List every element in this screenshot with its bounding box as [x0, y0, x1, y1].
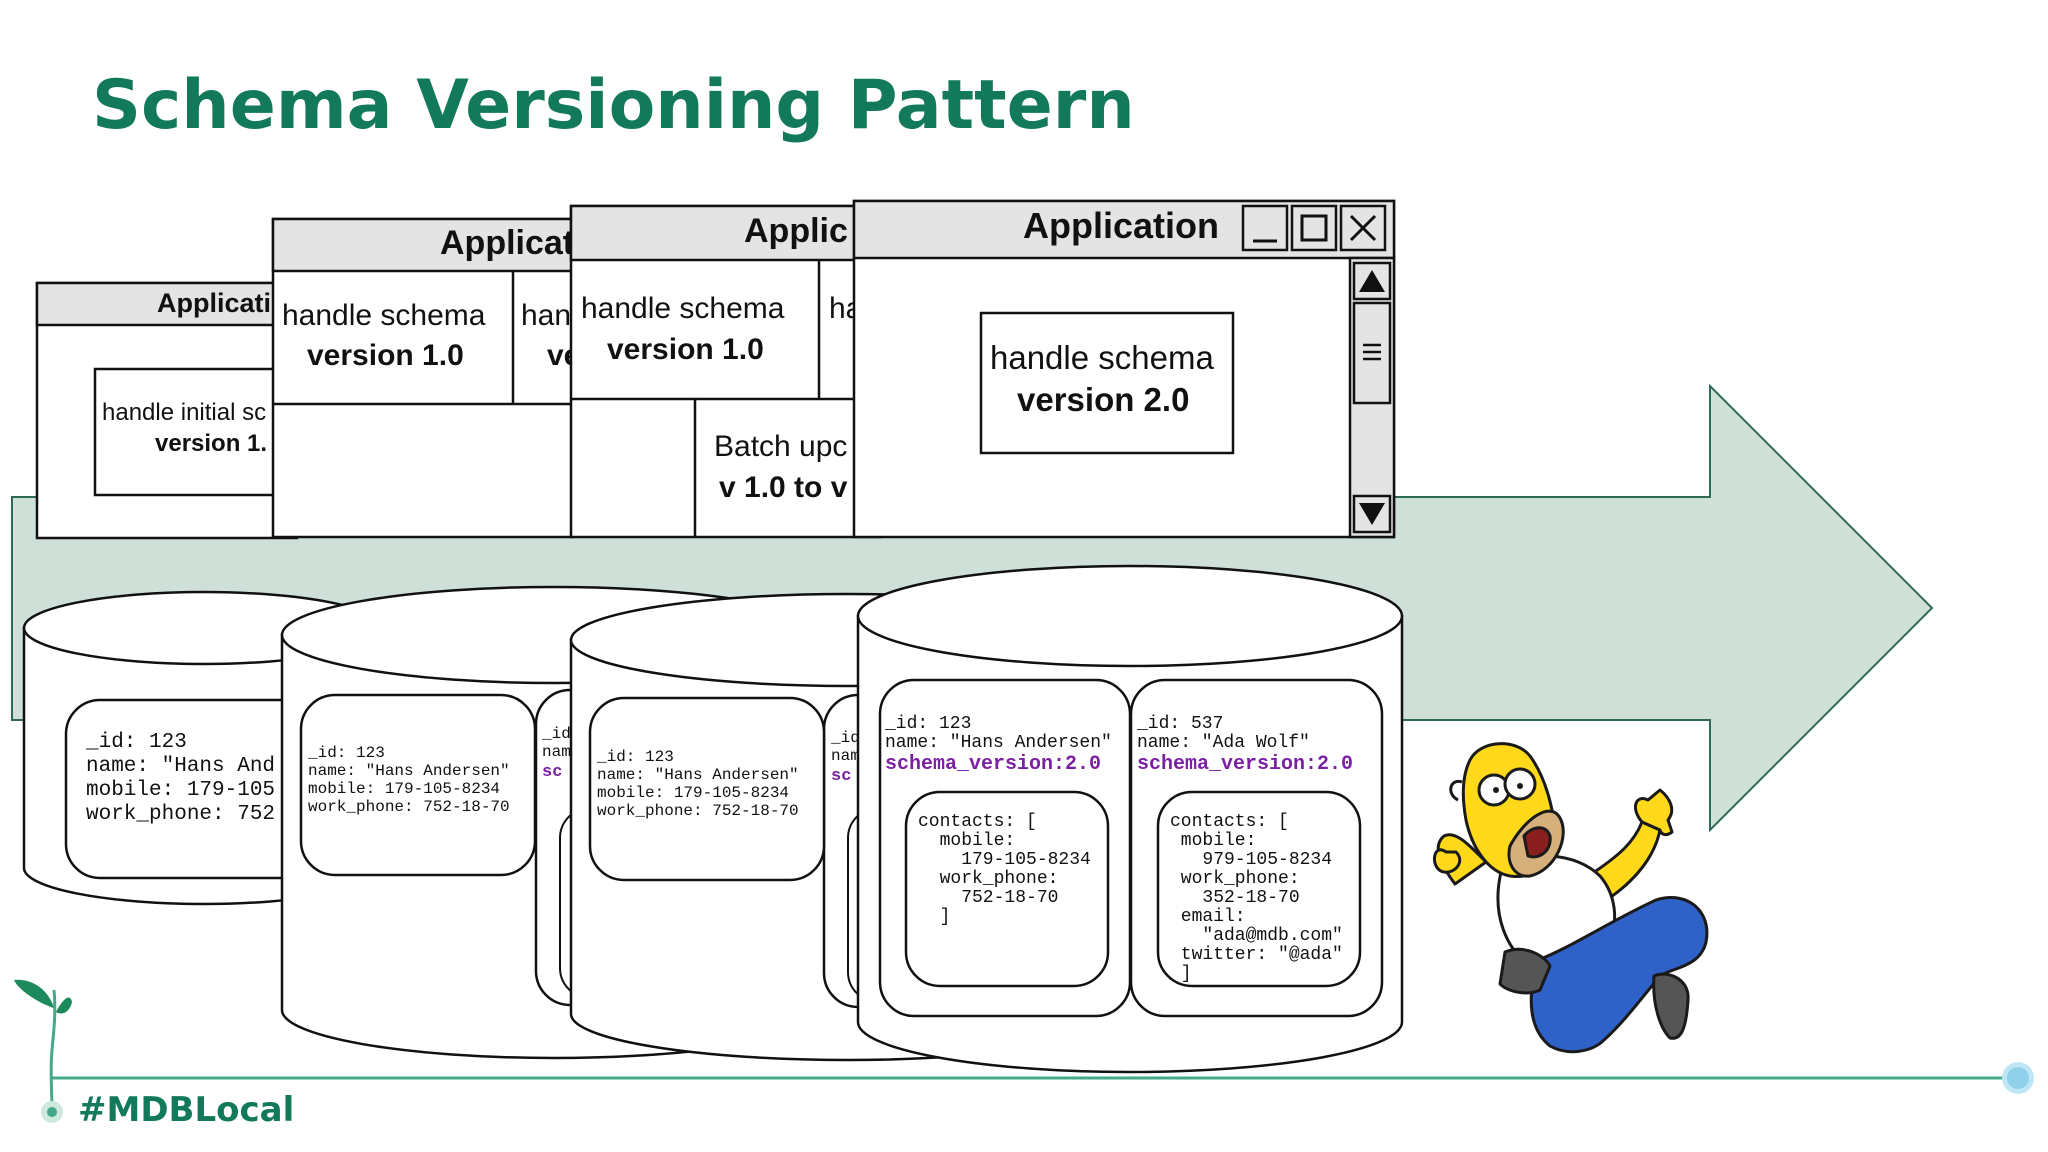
contacts-line: work_phone:	[918, 869, 1058, 889]
schema-version-label: sc	[831, 767, 851, 786]
schema-version-label: sc	[542, 763, 562, 782]
event-hashtag: #MDBLocal	[78, 1090, 295, 1130]
slide-title: Schema Versioning Pattern	[92, 66, 1135, 145]
vertical-scrollbar[interactable]	[1348, 256, 1396, 539]
close-icon	[1349, 214, 1377, 242]
pane-text: version 2.0	[1017, 381, 1189, 418]
doc-line: nam	[542, 743, 571, 761]
contacts-line: ]	[918, 907, 950, 927]
pane-text: version 1.0	[307, 339, 464, 372]
pane-text: version 1.0	[607, 333, 764, 366]
minimize-button[interactable]	[1241, 204, 1289, 252]
application-window-3: Applic handle schema version 1.0 ha Batc…	[569, 204, 883, 539]
scroll-up-icon[interactable]	[1359, 270, 1385, 292]
content-pane	[979, 311, 1235, 455]
doc-line: name: "Ada Wolf"	[1137, 733, 1310, 753]
doc-line: work_phone: 752-18-70	[597, 802, 799, 820]
pane-text: han	[521, 299, 571, 332]
contacts-line: work_phone:	[1170, 869, 1300, 889]
sprout-leaf-right	[56, 997, 72, 1014]
window-titlebar	[569, 204, 883, 262]
doc-line: mobile: 179-105	[86, 779, 275, 802]
window-titlebar	[35, 281, 299, 327]
contacts-line: contacts: [	[918, 812, 1037, 832]
application-window-1: Applicati handle initial sc version 1.	[35, 281, 299, 540]
sprout-stem	[49, 989, 57, 1111]
running-cartoon-character	[1433, 742, 1709, 1054]
window-title: Applicat	[440, 224, 574, 262]
doc-line: name: "Hans And	[86, 755, 275, 778]
doc-line: mobile: 179-105-8234	[597, 784, 789, 802]
svg-text:contacts: [ mobile:: contacts: [ mobile: 979-105-8234 work_ph…	[1170, 812, 1343, 984]
svg-text:_id: 123 name: "Hans And: _id: 123 name: "Hans Andersen" mobile: 1…	[596, 748, 808, 820]
pane-text: handle initial sc	[102, 399, 266, 426]
contacts-line: "ada@mdb.com"	[1170, 926, 1343, 946]
doc-line: _id: 123	[596, 748, 674, 766]
contacts-line: 352-18-70	[1170, 888, 1300, 908]
pane-text: v 1.0 to v	[719, 471, 848, 504]
contacts-line: mobile:	[918, 831, 1015, 851]
doc-line: _id: 123	[884, 714, 971, 734]
contacts-line: contacts: [	[1170, 812, 1289, 832]
svg-text:contacts: [ mobile:: contacts: [ mobile: 179-105-8234 work_ph…	[0, 0, 1166, 927]
doc-line: name: "Hans Andersen"	[308, 762, 510, 780]
doc-line: nam	[831, 747, 860, 765]
application-window-4: Application handle schema v	[852, 199, 1396, 539]
doc-line: _id: 123	[85, 731, 187, 754]
application-window-2: Applicat handle schema version 1.0 han v…	[271, 217, 580, 539]
svg-text:_id nam: _id nam	[830, 729, 869, 765]
contacts-line: ]	[1170, 964, 1192, 984]
scroll-thumb-icon[interactable]	[1352, 301, 1392, 405]
timeline-start-dot	[41, 1101, 63, 1123]
schema-version-label: schema_version:2.0	[885, 753, 1101, 776]
footer-decoration	[14, 979, 2034, 1123]
svg-text:_id: 537 name: "Ada Wolf: _id: 537 name: "Ada Wolf"	[1136, 714, 1310, 753]
pane-text: Batch upc	[714, 430, 847, 463]
document-card	[588, 696, 826, 882]
schema-version-label: schema_version:2.0	[1137, 753, 1353, 776]
contacts-line: mobile:	[1170, 831, 1256, 851]
window-title: Applic	[744, 212, 848, 250]
document-card	[299, 693, 537, 877]
maximize-button[interactable]	[1290, 204, 1338, 252]
pane-text: handle schema	[581, 292, 785, 325]
doc-line: _id: 537	[1136, 714, 1223, 734]
contacts-line: 979-105-8234	[1170, 850, 1332, 870]
doc-line: _id: 123	[307, 744, 385, 762]
doc-line: _id	[541, 725, 571, 743]
window-title: Applicati	[157, 288, 271, 318]
doc-line: mobile: 179-105-8234	[308, 780, 500, 798]
svg-text:_id: 123 name: "Hans And: _id: 123 name: "Hans And mobile: 179-105…	[85, 731, 288, 826]
database-4: _id: 123 name: "Hans Andersen" schema_ve…	[0, 0, 1404, 1074]
contacts-subdocument	[1156, 790, 1362, 988]
doc-line: name: "Hans Andersen"	[885, 733, 1112, 753]
contacts-line: 752-18-70	[918, 888, 1058, 908]
svg-text:_id: 123 name: "Hans And: _id: 123 name: "Hans Andersen" mobile: 1…	[307, 744, 519, 816]
pane-text: version 1.	[155, 430, 267, 457]
contacts-subdocument	[904, 790, 1110, 988]
contacts-line: email:	[1170, 907, 1246, 927]
doc-line: work_phone: 752	[86, 803, 275, 826]
svg-text:_id: 123 name: "Hans And: _id: 123 name: "Hans Andersen"	[884, 714, 1112, 753]
doc-line: name: "Hans Andersen"	[597, 766, 799, 784]
sprout-leaf-left	[14, 979, 54, 1008]
pane-text: handle schema	[990, 339, 1214, 376]
window-title: Application	[1023, 205, 1219, 246]
pane-text: handle schema	[282, 299, 486, 332]
maximize-icon	[1300, 214, 1328, 242]
scroll-down-icon[interactable]	[1359, 503, 1385, 525]
contacts-line: 179-105-8234	[918, 850, 1091, 870]
svg-text:_id nam: _id nam	[541, 725, 580, 761]
doc-line: _id	[830, 729, 860, 747]
contacts-line: twitter: "@ada"	[1170, 945, 1343, 965]
close-button[interactable]	[1339, 204, 1387, 252]
doc-line: work_phone: 752-18-70	[308, 798, 510, 816]
